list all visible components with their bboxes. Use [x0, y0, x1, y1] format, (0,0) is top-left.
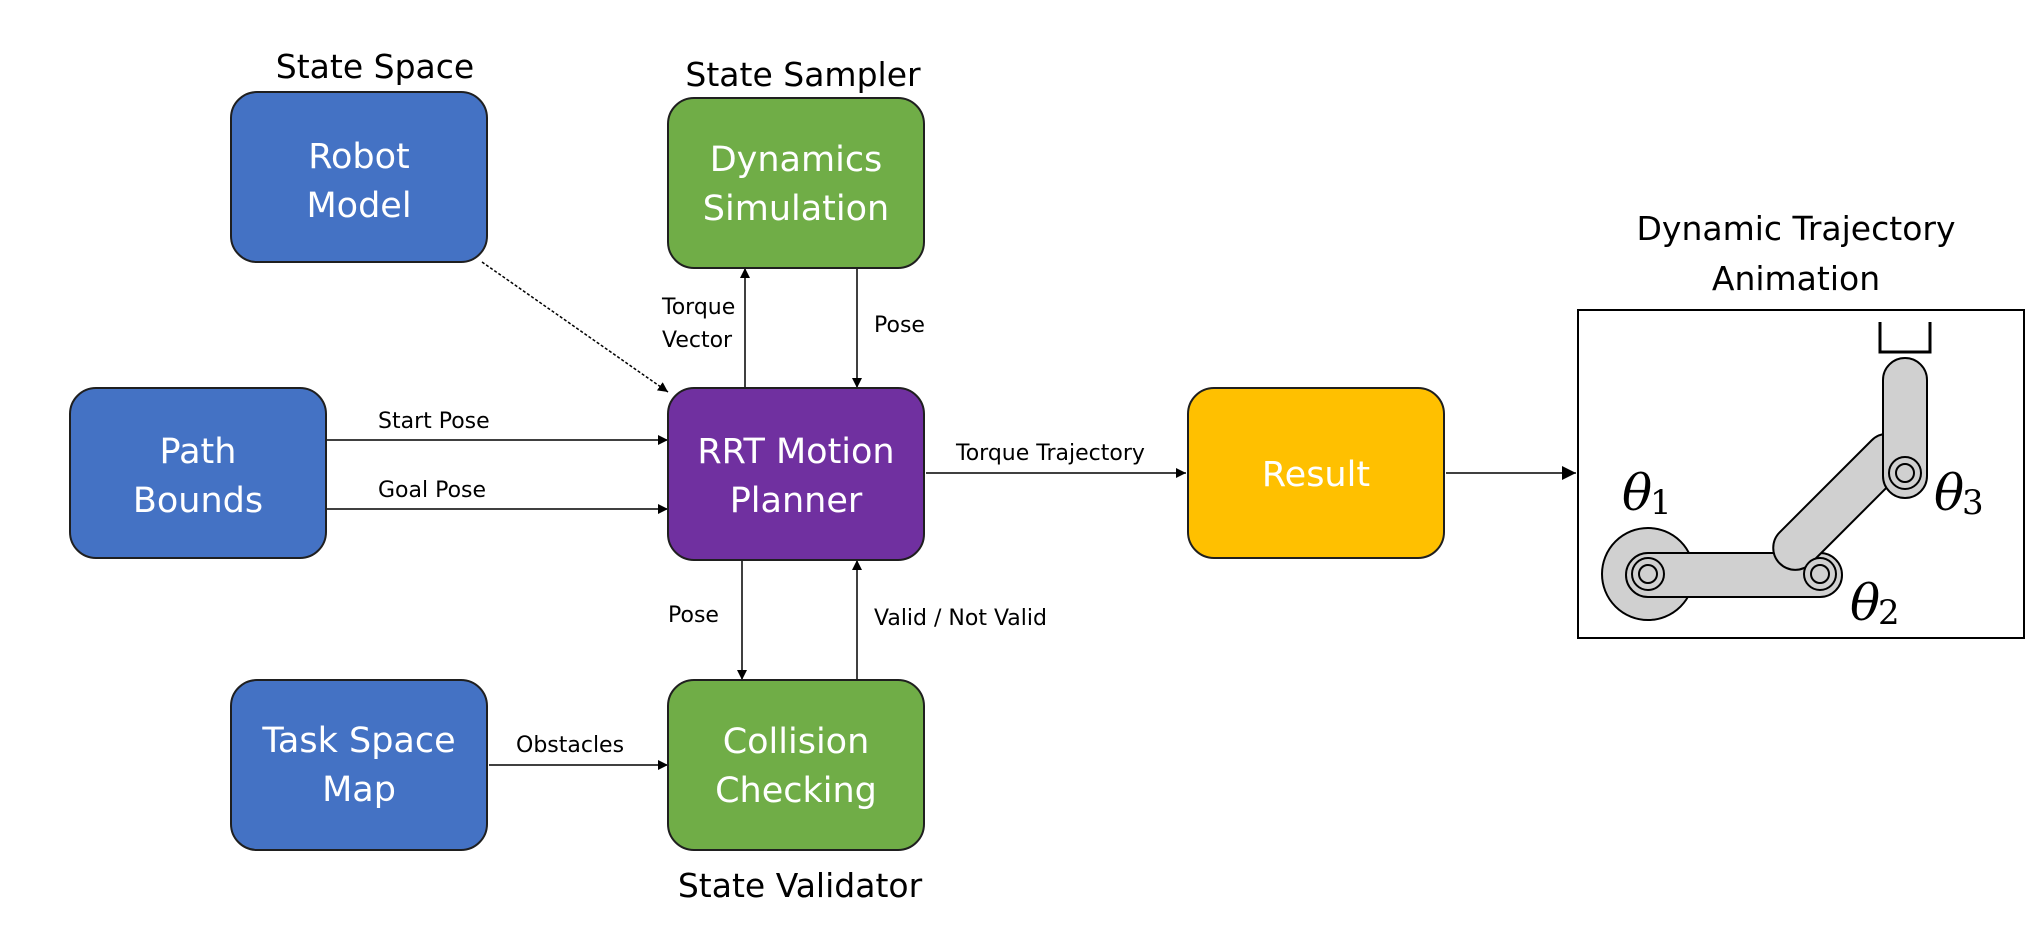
joint-2-pin	[1810, 564, 1830, 584]
node-label-line2: Model	[306, 186, 411, 226]
theta-symbol: θ	[1850, 574, 1880, 632]
node-label-line1: Robot	[308, 137, 410, 177]
node-box	[667, 387, 925, 561]
node-rrt-motion-planner[interactable]: RRT Motion Planner	[667, 387, 925, 561]
edge-robot-model-to-planner	[481, 261, 669, 393]
node-box	[667, 679, 925, 851]
node-task-space-map[interactable]: Task Space Map	[230, 679, 488, 851]
node-label-line2: Planner	[730, 481, 863, 521]
heading-animation-line2: Animation	[1712, 259, 1880, 298]
node-box	[69, 387, 327, 559]
heading-animation-line1: Dynamic Trajectory	[1637, 209, 1956, 248]
connectors	[326, 261, 1576, 770]
node-label-line1: Dynamics	[710, 140, 883, 180]
joint-label-2: θ 2	[1850, 574, 1900, 633]
joint-label-1: θ 1	[1622, 464, 1672, 523]
node-label-line2: Bounds	[133, 481, 263, 521]
label-torque-trajectory: Torque Trajectory	[955, 441, 1145, 466]
headings: State Space State Sampler State Validato…	[276, 47, 1956, 905]
node-label-line1: RRT Motion	[697, 432, 894, 472]
gripper-icon	[1878, 322, 1932, 354]
label-goal-pose: Goal Pose	[378, 478, 486, 503]
heading-state-validator: State Validator	[678, 866, 923, 905]
theta-index: 3	[1962, 483, 1984, 523]
label-torque-vector-line2: Vector	[662, 328, 733, 353]
node-collision-checking[interactable]: Collision Checking	[667, 679, 925, 851]
theta-index: 2	[1878, 593, 1900, 633]
node-label-line1: Task Space	[261, 721, 455, 761]
animation-panel: θ 1 θ 2 θ 3	[1577, 309, 2025, 639]
label-pose-from-sampler: Pose	[874, 313, 925, 338]
label-obstacles: Obstacles	[516, 733, 624, 758]
heading-state-space: State Space	[276, 47, 474, 86]
node-box	[667, 97, 925, 269]
node-dynamics-simulation[interactable]: Dynamics Simulation	[667, 97, 925, 269]
node-box	[230, 679, 488, 851]
node-label-line2: Map	[322, 770, 396, 810]
node-label-line2: Checking	[715, 771, 877, 811]
label-pose-to-validator: Pose	[668, 603, 719, 628]
node-robot-model[interactable]: Robot Model	[230, 91, 488, 263]
label-start-pose: Start Pose	[378, 409, 490, 434]
label-torque-vector-line1: Torque	[661, 295, 735, 320]
node-label: Result	[1262, 455, 1370, 495]
joint-3-pin	[1895, 463, 1915, 483]
node-label-line2: Simulation	[703, 189, 889, 229]
label-valid-not-valid: Valid / Not Valid	[874, 606, 1047, 631]
theta-symbol: θ	[1934, 464, 1964, 522]
joint-1-pin	[1638, 564, 1658, 584]
node-path-bounds[interactable]: Path Bounds	[69, 387, 327, 559]
edge-labels: Torque Vector Pose Start Pose Goal Pose …	[378, 295, 1145, 758]
joint-label-3: θ 3	[1934, 464, 1984, 523]
theta-index: 1	[1650, 483, 1672, 523]
node-label-line1: Collision	[723, 722, 870, 762]
robot-arm-icon	[1601, 322, 1932, 621]
theta-symbol: θ	[1622, 464, 1652, 522]
node-box	[1187, 387, 1445, 559]
node-result[interactable]: Result	[1187, 387, 1445, 559]
node-label-line1: Path	[160, 432, 237, 472]
node-box	[230, 91, 488, 263]
heading-state-sampler: State Sampler	[685, 55, 921, 94]
